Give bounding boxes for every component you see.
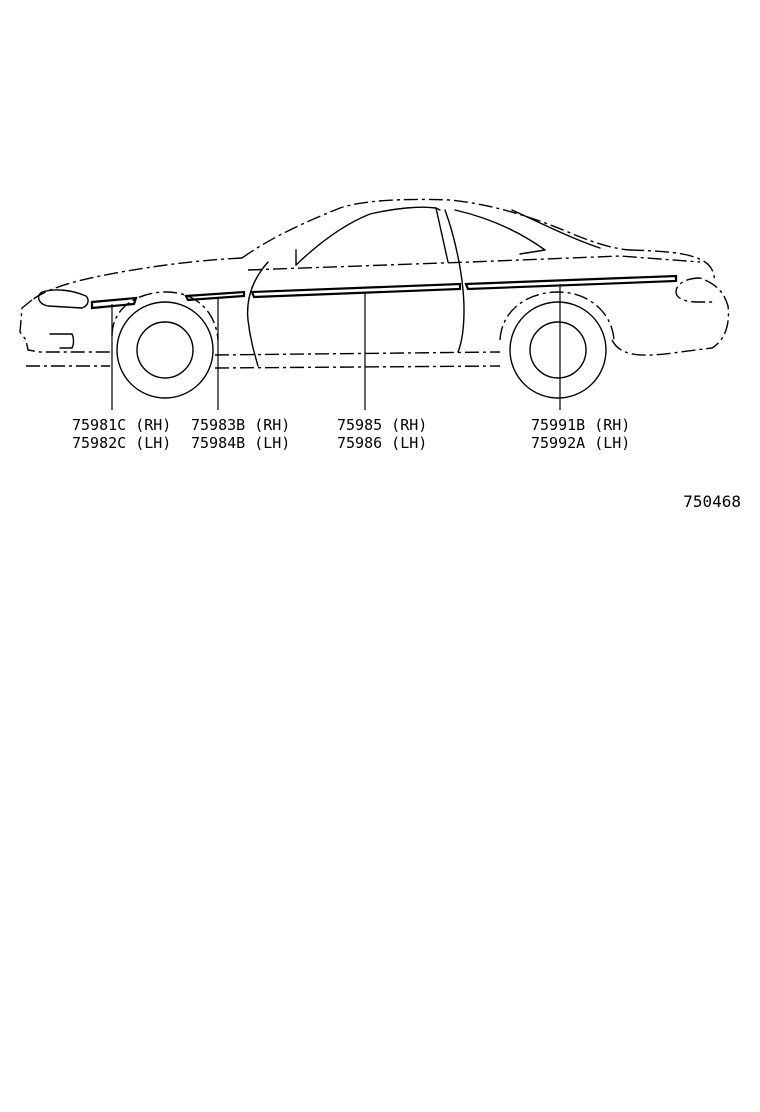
- quarter-molding: [464, 274, 678, 291]
- headlight-outline: [37, 289, 89, 309]
- callout-2-lh: 75984B (LH): [191, 434, 290, 452]
- callout-3-rh: 75985 (RH): [337, 416, 427, 434]
- door: [246, 207, 465, 367]
- trunk-line: [629, 249, 716, 283]
- front-window: [295, 206, 449, 266]
- b-pillar-line: [435, 207, 441, 211]
- leader-lines: [111, 284, 561, 410]
- front-bumper-vent: [49, 333, 75, 349]
- headlight: [37, 289, 89, 349]
- rear-side-window: [454, 209, 546, 255]
- rear-rim: [529, 321, 587, 379]
- belt-line: [247, 255, 701, 271]
- rear-wheel-arch: [499, 291, 615, 341]
- door-rear-edge: [444, 209, 465, 353]
- rear-quarter: [611, 277, 730, 356]
- door-molding: [250, 282, 462, 299]
- front-wheel: [111, 291, 219, 399]
- rear-bumper: [675, 277, 716, 303]
- callout-labels: 75981C (RH) 75982C (LH) 75983B (RH) 7598…: [72, 416, 630, 452]
- rocker-panel: [214, 351, 501, 369]
- callout-3-lh: 75986 (LH): [337, 434, 427, 452]
- front-rim: [136, 321, 194, 379]
- front-fender-molding: [184, 290, 246, 302]
- front-bumper: [19, 299, 110, 353]
- callout-1-lh: 75982C (LH): [72, 434, 171, 452]
- side-moldings: [90, 274, 678, 310]
- front-tire: [116, 301, 214, 399]
- rear-tire: [509, 301, 607, 399]
- windows: [295, 206, 601, 266]
- callout-4-lh: 75992A (LH): [531, 434, 630, 452]
- callout-1-rh: 75981C (RH): [72, 416, 171, 434]
- roof-line: [241, 198, 631, 259]
- door-front-edge: [246, 261, 269, 367]
- figure-number: 750468: [683, 492, 741, 511]
- front-bumper-molding: [90, 296, 138, 310]
- rear-wheel: [499, 291, 615, 399]
- rear-window-line: [511, 209, 601, 249]
- front-wheel-arch: [111, 291, 219, 341]
- callout-4-rh: 75991B (RH): [531, 416, 630, 434]
- callout-2-rh: 75983B (RH): [191, 416, 290, 434]
